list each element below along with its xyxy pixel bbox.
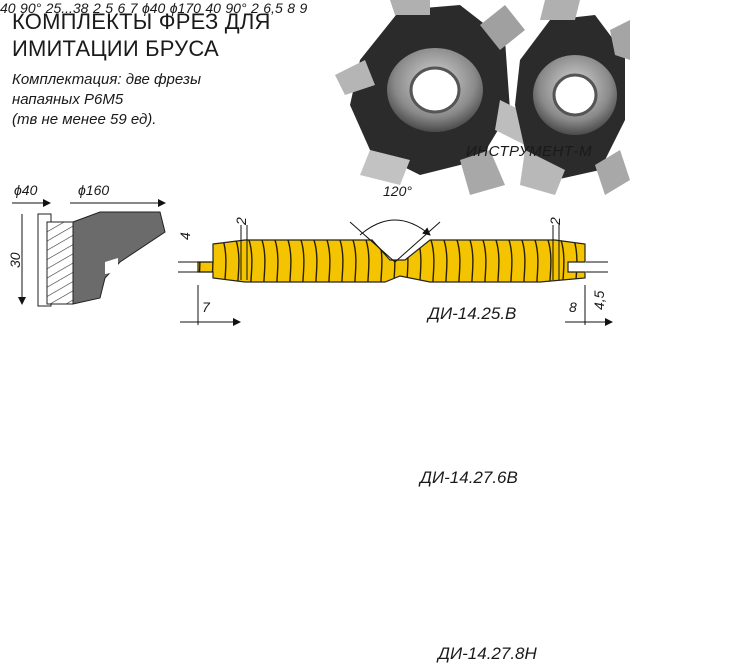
set1-tongue-left-label: 7 (202, 299, 211, 315)
set2-cutter-left-dims: 40 (0, 0, 20, 17)
set2-tongue-right-label: 7 (129, 0, 138, 16)
set3-groove-label: 6,5 (263, 0, 283, 16)
set1-groove-depth-label: 4 (177, 232, 193, 240)
set1-board-dims: 120° 2 2 4 7 8 4,5 (177, 183, 613, 326)
description-line-1: Комплектация: две фрезы (12, 71, 202, 88)
set3-board-dims: 90° 2 6,5 8 9 (225, 0, 307, 17)
set1-cutter-left-profile (37, 211, 166, 307)
brand-watermark: ИНСТРУМЕНТ-М (466, 143, 592, 160)
set1-model-label: ДИ-14.25.В (428, 304, 517, 323)
set3-tongue-right-label: 9 (299, 0, 308, 16)
set1-tongue-right-label: 8 (569, 299, 577, 315)
cutter-photo-right (515, 0, 630, 195)
cutters-photo (335, 0, 630, 195)
set1-height-label: 30 (7, 252, 23, 268)
set1-gap-left-label: 2 (233, 217, 249, 226)
set1-right-height-label: 4,5 (591, 290, 607, 310)
set3-tongue-left-label: 8 (287, 0, 295, 16)
kit-description: Комплектация: две фрезы напаяных Р6М5 (т… (12, 70, 201, 130)
description-line-3: (тв не менее 59 ед). (12, 111, 157, 128)
title-line-1: КОМПЛЕКТЫ ФРЕЗ ДЛЯ (12, 9, 271, 34)
set2-model-label: ДИ-14.27.6В (420, 468, 518, 487)
set2-thickness-label: 25...38 (45, 0, 89, 16)
set1-gap-right-label: 2 (547, 217, 563, 226)
set1-board (197, 239, 586, 283)
set3-diameter-label: ϕ170 (169, 0, 201, 16)
set3-angle-label: 90° (225, 0, 247, 16)
set3-model-label: ДИ-14.27.8Н (438, 644, 537, 663)
title-line-2: ИМИТАЦИИ БРУСА (12, 36, 219, 61)
set3-bore-label: ϕ40 (141, 0, 166, 16)
set3-cutter-left-dims: ϕ40 ϕ170 40 (142, 0, 225, 17)
set2-angle-label: 90° (20, 0, 42, 16)
set2-tongue-left-label: 6 (117, 0, 126, 16)
cutter-photo-left (335, 0, 530, 195)
set2-groove-label: 5 (105, 0, 113, 16)
page-title: КОМПЛЕКТЫ ФРЕЗ ДЛЯ ИМИТАЦИИ БРУСА (12, 8, 271, 62)
set3-height-label: 40 (205, 0, 221, 16)
set2-height-label: 40 (0, 0, 16, 16)
set1-cutter-left-dims: ϕ40 ϕ160 30 (7, 182, 166, 305)
description-line-2: напаяных Р6М5 (12, 91, 124, 108)
set3-gap-label: 2 (251, 0, 259, 16)
set1-diameter-label: ϕ160 (78, 182, 109, 198)
set2-board-dims: 90° 25...38 2 5 6 7 (20, 0, 142, 17)
set1-bore-label: ϕ40 (14, 182, 38, 198)
set2-gap-label: 2 (92, 0, 101, 16)
set1-angle-label: 120° (383, 183, 412, 199)
